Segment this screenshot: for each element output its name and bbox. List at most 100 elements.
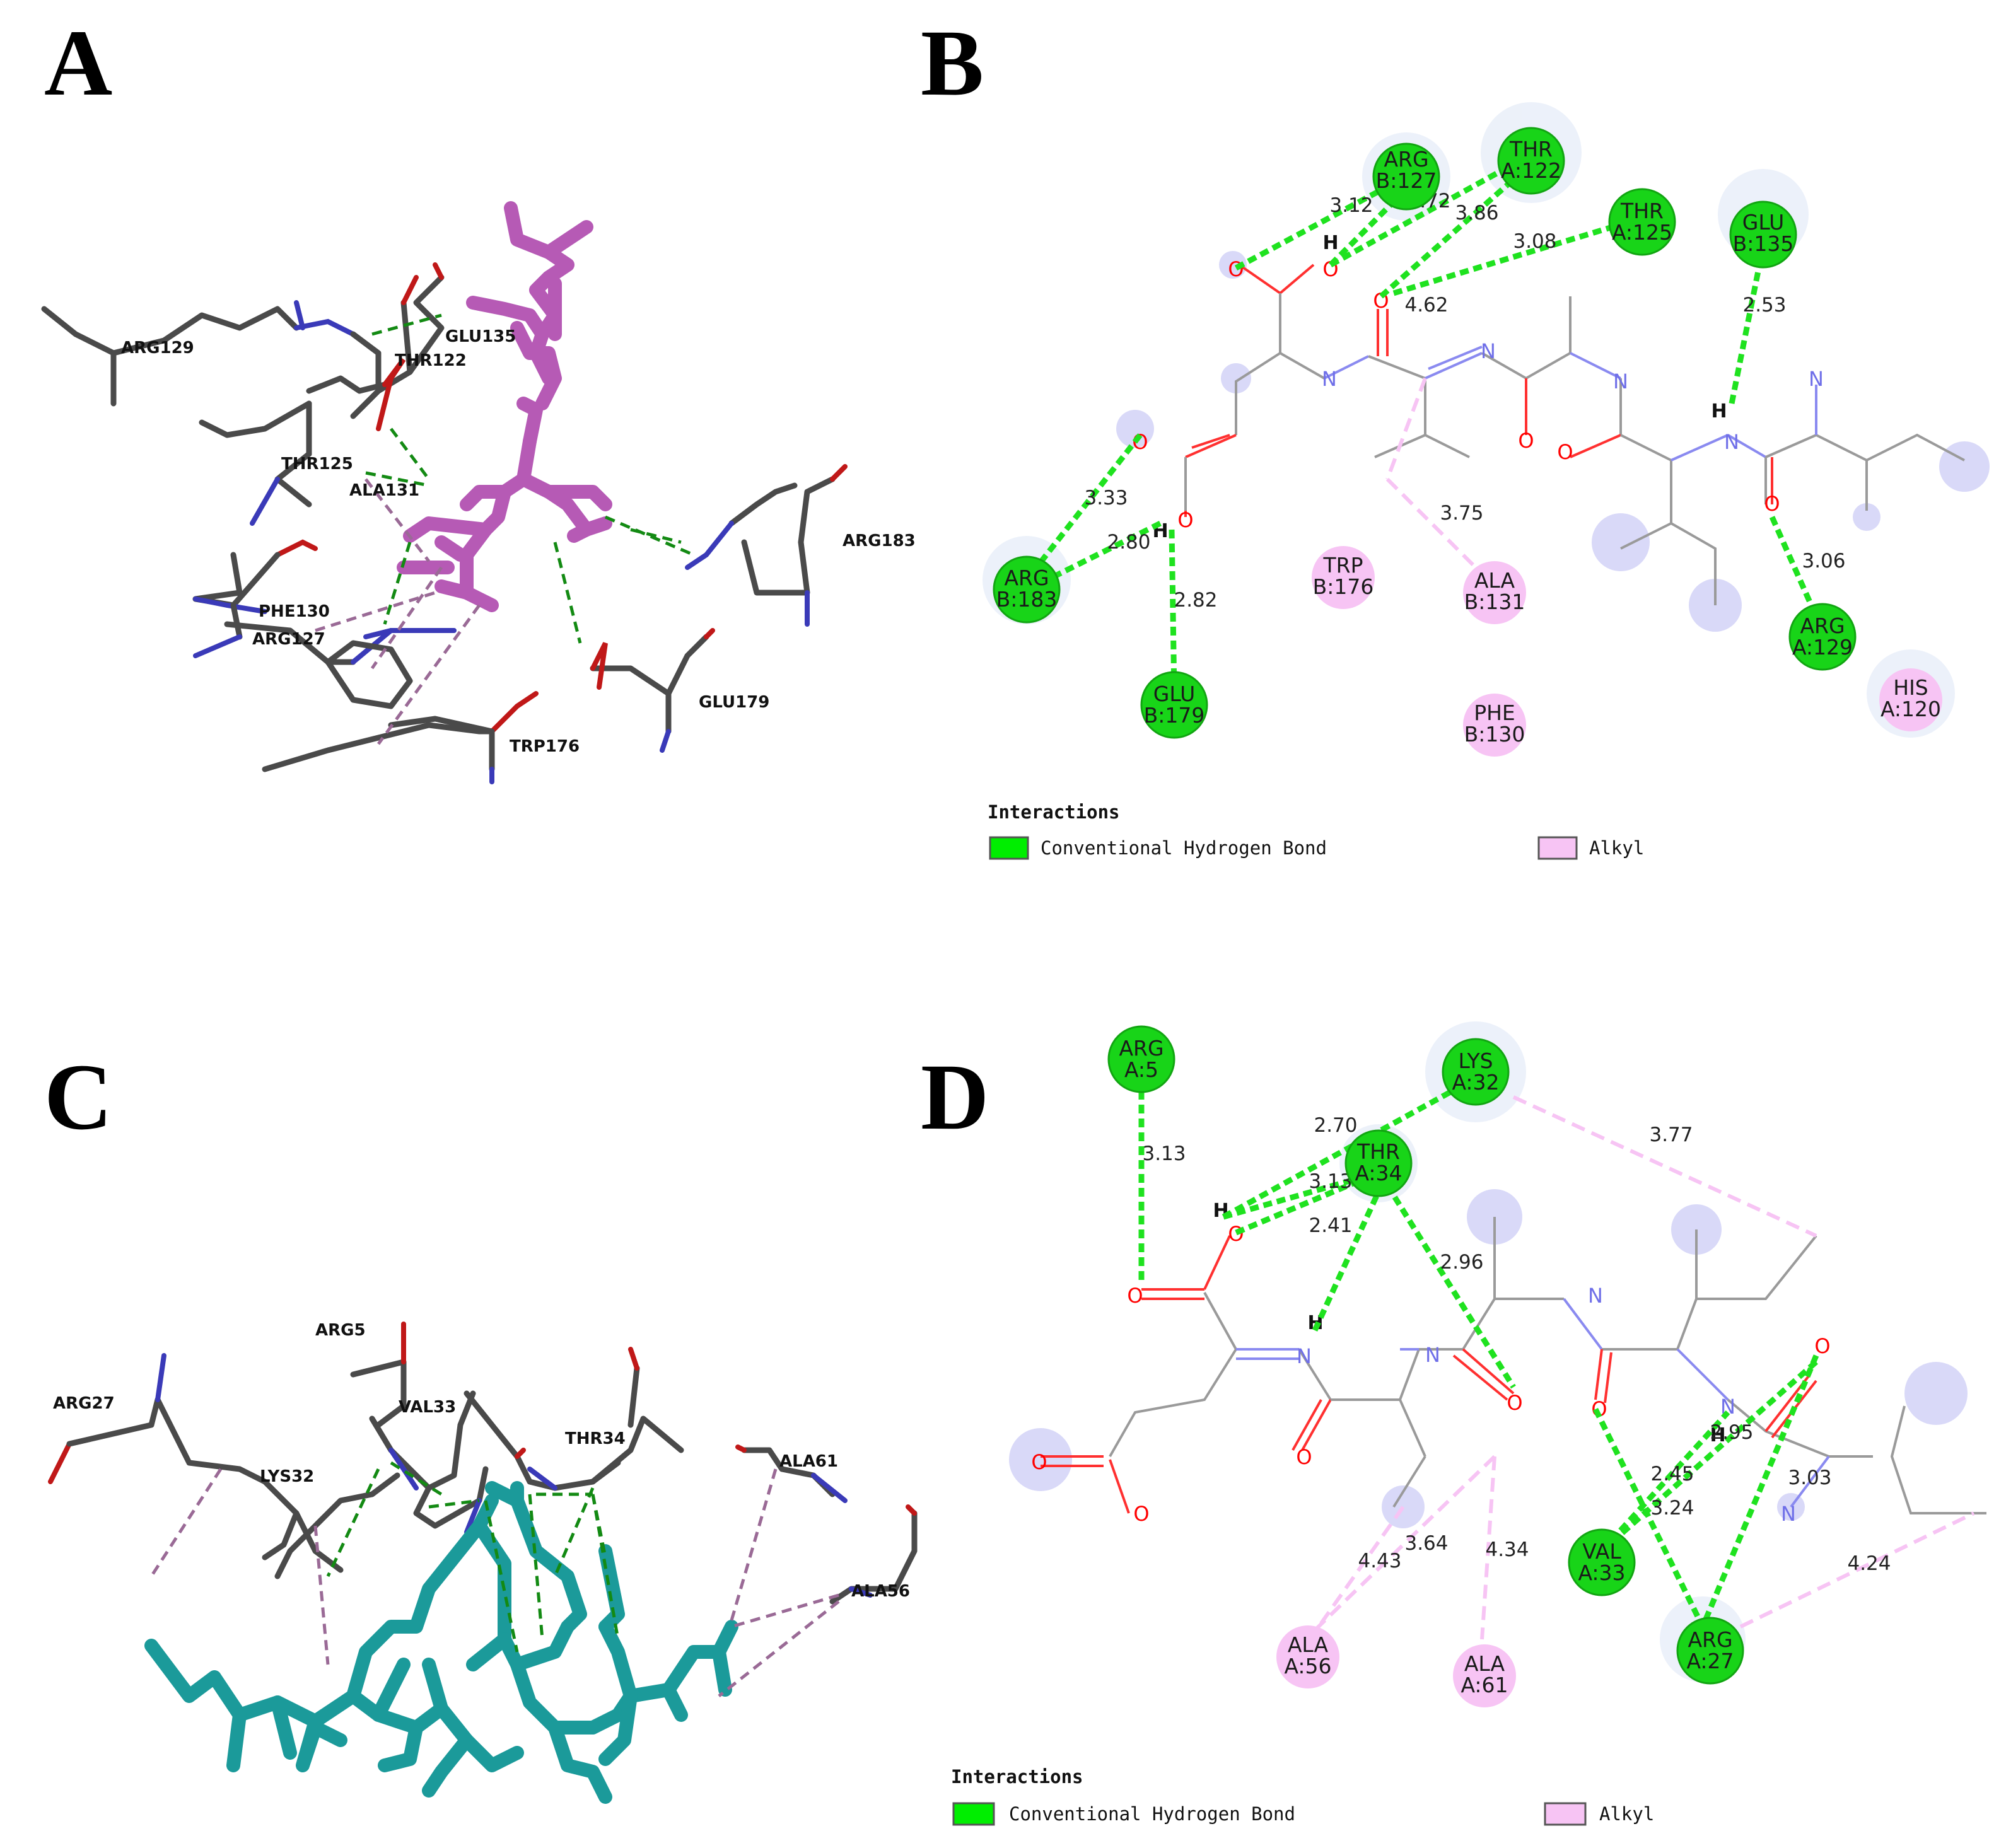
panel-b-atom-halos [1116,251,1990,632]
panel-a-residue-sticks [41,262,848,784]
svg-text:2.96: 2.96 [1440,1251,1483,1274]
legend-title: Interactions [951,1766,1083,1787]
panel-b-ligand-skeleton [1184,264,1965,605]
res-label-ala56: ALA56 [851,1582,910,1601]
svg-text:H: H [1322,232,1338,254]
svg-text:3.75: 3.75 [1440,502,1483,525]
svg-text:H: H [1711,400,1727,422]
res-label-lys32: LYS32 [260,1467,314,1486]
svg-text:3.86: 3.86 [1455,202,1498,224]
panel-c-ligand [144,1481,738,1804]
svg-text:N: N [1724,430,1739,454]
svg-text:O: O [1177,508,1193,532]
panel-b-legend: Interactions Conventional Hydrogen Bond … [988,801,1644,860]
svg-text:O: O [1507,1391,1522,1415]
svg-text:O: O [1518,429,1534,453]
panel-b: B [921,11,1990,860]
svg-text:N: N [1297,1344,1312,1368]
svg-text:O: O [1814,1334,1830,1358]
res-label-ala131: ALA131 [349,481,419,500]
svg-text:2.45: 2.45 [1650,1463,1694,1485]
panel-d: D [921,1021,1986,1826]
svg-text:N: N [1613,369,1628,393]
svg-text:4.24: 4.24 [1847,1552,1891,1575]
panel-d-hbonds [1138,1066,1819,1628]
svg-text:2.70: 2.70 [1314,1114,1357,1137]
legend-item-alkyl: Alkyl [1599,1803,1654,1825]
panel-c-residue-sticks [48,1322,918,1605]
panel-d-atom-halos [1009,1189,1968,1528]
res-label-arg5: ARG5 [315,1321,366,1340]
svg-text:4.34: 4.34 [1485,1538,1529,1561]
svg-text:N: N [1809,367,1824,391]
svg-text:2.80: 2.80 [1107,531,1150,554]
svg-text:3.64: 3.64 [1404,1532,1448,1555]
panel-b-alkyl [1385,377,1496,588]
panel-d-alkyl [1303,1095,1975,1647]
panel-a-interactions [315,313,694,745]
svg-text:3.06: 3.06 [1802,550,1845,572]
svg-text:O: O [1127,1284,1143,1308]
panel-a-residue-labels: ARG129 GLU135 THR122 THR125 ALA131 ARG18… [121,327,916,756]
svg-text:2.95: 2.95 [1710,1421,1753,1444]
panel-d-ligand-skeleton [1041,1217,1986,1514]
panel-d-distance-labels: 3.13 2.70 3.13 2.41 2.96 3.77 2.95 2.45 … [1142,1114,1891,1575]
res-label-arg127: ARG127 [252,630,325,649]
svg-text:4.62: 4.62 [1404,294,1448,317]
svg-text:3.03: 3.03 [1788,1467,1831,1489]
svg-text:N: N [1322,367,1337,391]
svg-text:3.08: 3.08 [1513,230,1556,253]
panel-a-label: A [44,11,112,115]
res-label-thr125: THR125 [281,455,353,474]
legend-swatch-hbond [989,836,1029,860]
svg-text:3.33: 3.33 [1084,487,1128,509]
legend-item-alkyl: Alkyl [1589,837,1644,859]
svg-text:3.13: 3.13 [1309,1170,1352,1193]
legend-swatch-hbond [952,1802,995,1826]
res-label-thr122: THR122 [395,351,467,370]
svg-text:H: H [1710,1424,1725,1446]
panel-c-interactions [149,1461,840,1697]
res-label-val33: VAL33 [399,1398,456,1417]
svg-text:O: O [1132,430,1148,454]
panel-d-label: D [921,1045,989,1149]
res-label-glu179: GLU179 [699,693,769,712]
panel-b-label: B [921,11,984,115]
svg-text:O: O [1764,492,1780,516]
res-label-phe130: PHE130 [259,602,330,621]
panel-d-legend: Interactions Conventional Hydrogen Bond … [951,1766,1654,1826]
svg-text:O: O [1133,1502,1149,1526]
svg-text:3.13: 3.13 [1142,1142,1186,1165]
